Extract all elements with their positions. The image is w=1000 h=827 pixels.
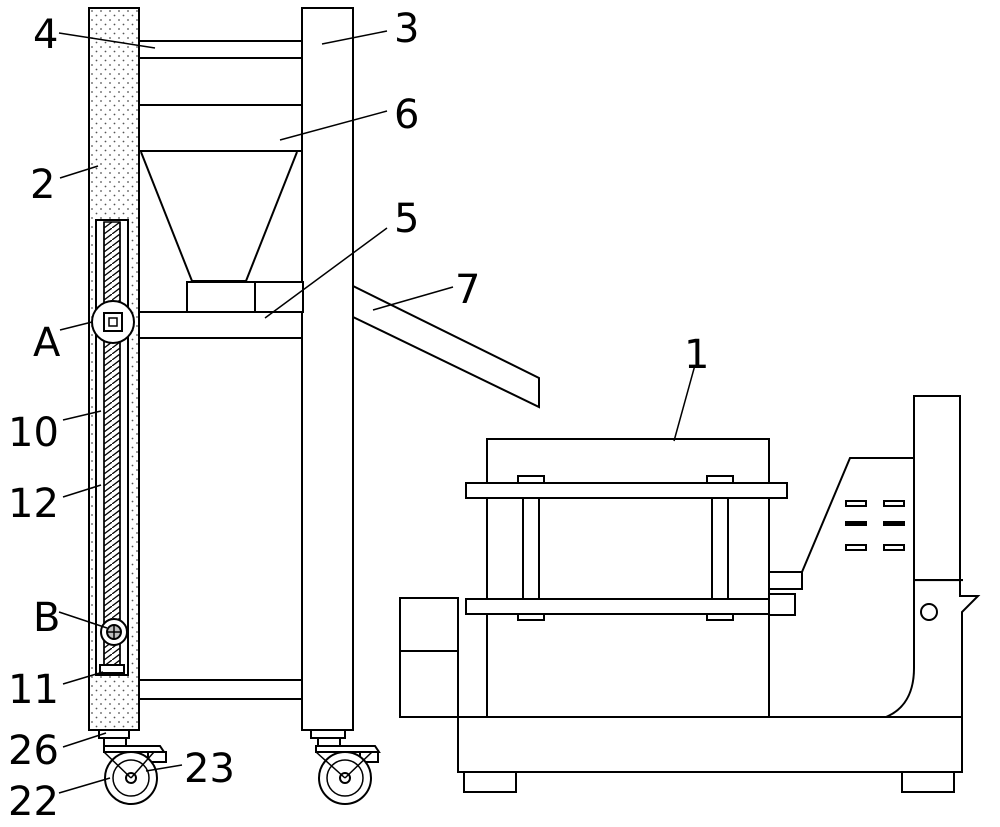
label-B: B <box>33 595 60 641</box>
label-12: 12 <box>8 481 59 527</box>
machine <box>399 395 981 793</box>
label-11: 11 <box>8 667 59 713</box>
label-6: 6 <box>394 92 419 138</box>
lead-screw-assembly <box>95 219 129 676</box>
label-7: 7 <box>455 267 480 313</box>
carriage-platform <box>138 281 304 339</box>
detail-a-slider <box>91 300 135 344</box>
hopper <box>140 151 298 282</box>
right-post <box>301 7 354 731</box>
label-10: 10 <box>8 410 59 456</box>
reference-labels: 4 3 6 2 5 7 A 1 10 12 B 11 26 23 22 <box>8 6 709 825</box>
discharge-chute <box>352 285 540 409</box>
label-5: 5 <box>394 196 419 242</box>
label-26: 26 <box>8 728 59 774</box>
label-4: 4 <box>33 12 58 58</box>
label-2: 2 <box>30 162 55 208</box>
label-23: 23 <box>184 746 235 792</box>
crossbars <box>139 40 302 700</box>
detail-b-gear <box>100 618 128 646</box>
label-3: 3 <box>394 6 419 52</box>
label-22: 22 <box>8 779 59 825</box>
label-1: 1 <box>684 332 709 378</box>
leader-lines <box>58 30 696 794</box>
left-caster <box>98 729 167 805</box>
label-A: A <box>33 320 61 366</box>
right-caster <box>310 729 381 805</box>
